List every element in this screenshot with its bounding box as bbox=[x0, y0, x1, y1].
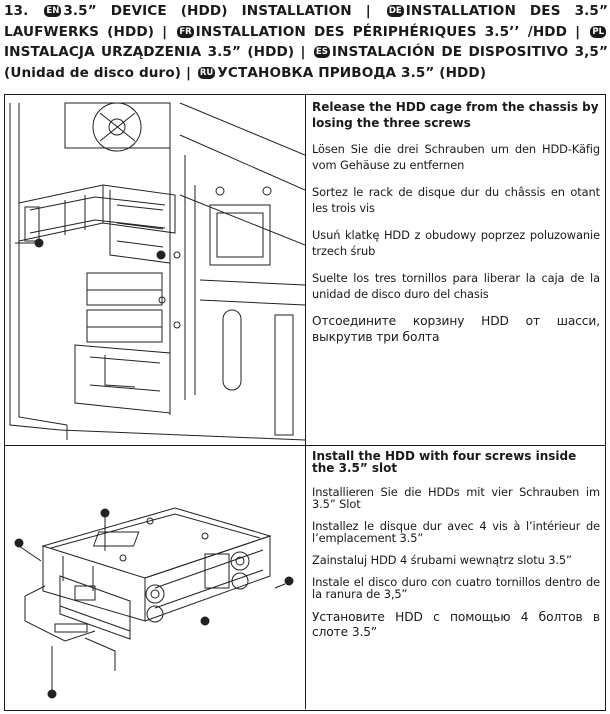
step-2-fr: Installez le disque dur avec 4 vis à l’i… bbox=[312, 519, 600, 545]
step-1-en: Release the HDD cage from the chassis by… bbox=[312, 100, 599, 130]
fr-title: INSTALLATION DES PÉRIPHÉRIQUES 3.5’’ /HD… bbox=[195, 23, 581, 40]
step-2-de: Installieren Sie die HDDs mit vier Schra… bbox=[312, 485, 600, 511]
step-row-2: Install the HDD with four screws inside … bbox=[5, 446, 605, 709]
step-2-es: Instale el disco duro con cuatro tornill… bbox=[312, 575, 600, 601]
step-number: 13. bbox=[4, 3, 29, 19]
step-1-es: Suelte los tres tornillos para liberar l… bbox=[312, 271, 600, 301]
step-1-de: Lösen Sie die drei Schrauben um den HDD-… bbox=[312, 142, 600, 172]
es-language-badge: ES bbox=[313, 46, 330, 58]
step-2-en: Install the HDD with four screws inside … bbox=[312, 449, 577, 475]
en-language-badge: EN bbox=[44, 5, 62, 17]
step-2-pl: Zainstaluj HDD 4 śrubami wewnątrz slotu … bbox=[312, 553, 572, 567]
en-title: 3.5” DEVICE (HDD) INSTALLATION | bbox=[63, 3, 371, 19]
step-row-1: Release the HDD cage from the chassis by… bbox=[5, 95, 605, 446]
es-title: INSTALACIÓN DE DISPOSITIVO 3,5” (Unidad … bbox=[4, 44, 608, 81]
step-1-pl: Usuń klatkę HDD z obudowy poprzez poluzo… bbox=[312, 228, 600, 258]
de-title: INSTALLATION DES 3.5” LAUFWERKS (HDD) | bbox=[4, 3, 608, 40]
step-1-text: Release the HDD cage from the chassis by… bbox=[306, 95, 605, 445]
ru-title: УСТАНОВКА ПРИВОДА 3.5” (HDD) bbox=[217, 64, 487, 81]
step-1-ru: Отсоедините корзину HDD от шасси, выкрут… bbox=[312, 314, 600, 344]
fr-language-badge: FR bbox=[177, 25, 194, 38]
de-language-badge: DE bbox=[386, 5, 404, 17]
step-2-text: Install the HDD with four screws inside … bbox=[306, 446, 605, 709]
step-2-ru: Установите HDD с помощью 4 болтов в слот… bbox=[312, 610, 600, 639]
step-1-fr: Sortez le rack de disque dur du châssis … bbox=[312, 185, 600, 215]
step-2-illustration bbox=[5, 446, 306, 709]
step-1-illustration bbox=[5, 95, 306, 445]
instruction-table: Release the HDD cage from the chassis by… bbox=[4, 94, 606, 711]
pl-title: INSTALACJA URZĄDZENIA 3.5” (HDD) | bbox=[4, 44, 306, 60]
pl-language-badge: PL bbox=[590, 25, 606, 38]
ru-language-badge: RU bbox=[197, 66, 216, 79]
